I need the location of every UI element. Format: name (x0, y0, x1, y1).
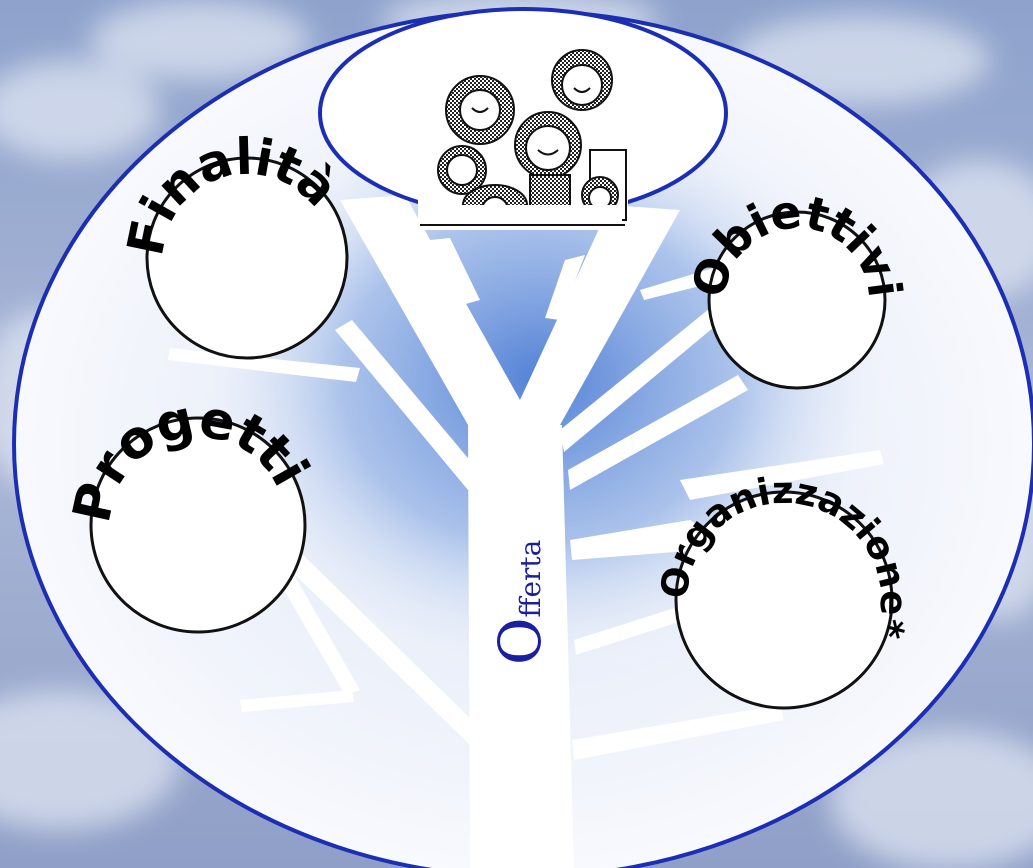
trunk-label-rest: fferta (514, 540, 547, 618)
trunk-label-initial: O (486, 617, 554, 665)
